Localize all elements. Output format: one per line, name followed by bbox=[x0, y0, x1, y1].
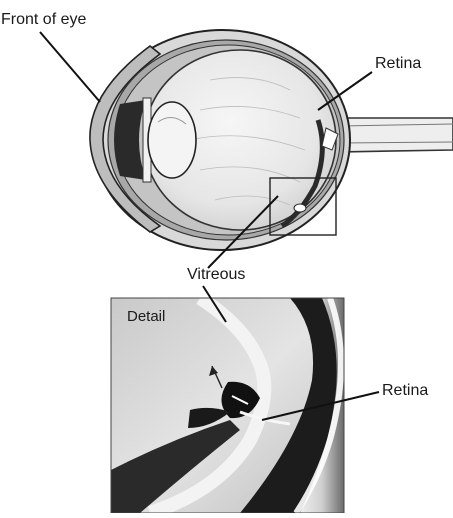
optic-nerve bbox=[335, 118, 453, 152]
leader-front-of-eye bbox=[40, 32, 100, 102]
lens bbox=[148, 102, 196, 178]
label-vitreous: Vitreous bbox=[187, 267, 245, 283]
label-detail: Detail bbox=[127, 309, 165, 324]
label-retina-bottom: Retina bbox=[382, 383, 428, 399]
label-retina-top: Retina bbox=[375, 56, 421, 72]
label-front-of-eye: Front of eye bbox=[1, 12, 86, 28]
detail-panel bbox=[111, 298, 344, 513]
